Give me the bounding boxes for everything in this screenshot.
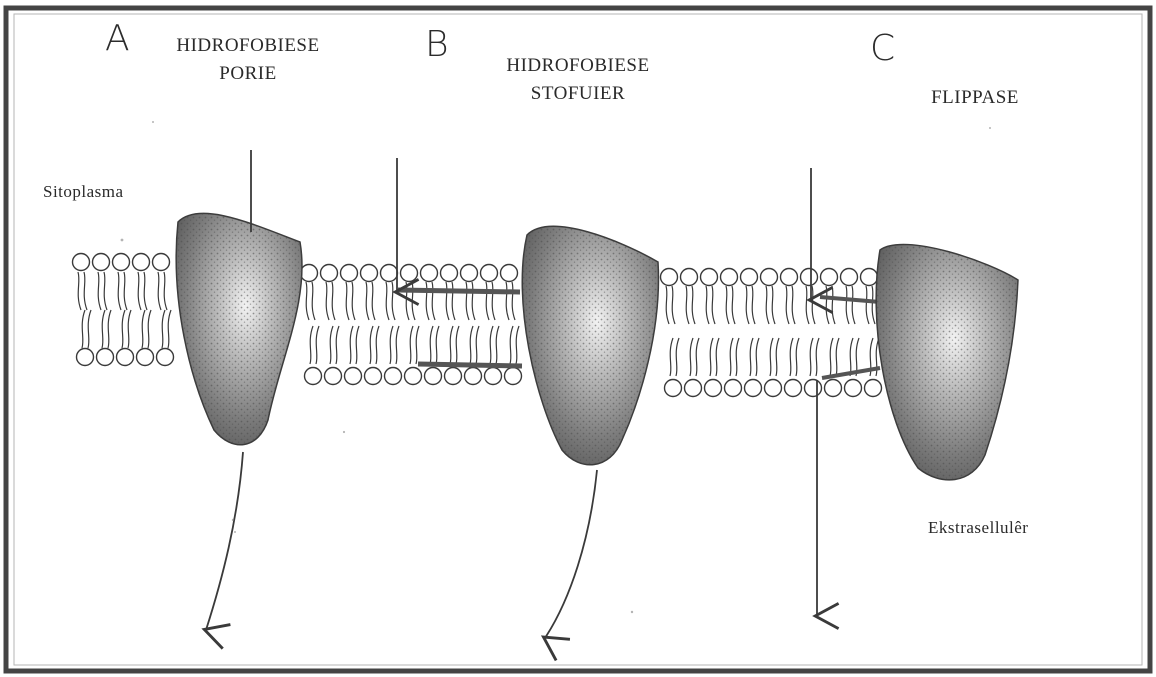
phospholipid-icon xyxy=(93,254,110,271)
phospholipid-icon xyxy=(805,380,822,397)
phospholipid-icon xyxy=(481,265,498,282)
phospholipid-icon xyxy=(137,349,154,366)
phospholipid-icon xyxy=(865,380,882,397)
panel-title-a-line1: HIDROFOBIESE xyxy=(148,32,348,60)
phospholipid-icon xyxy=(665,380,682,397)
phospholipid-icon xyxy=(725,380,742,397)
phospholipid-icon xyxy=(785,380,802,397)
channel-top-bar xyxy=(398,290,520,292)
phospholipid-icon xyxy=(781,269,798,286)
phospholipid-icon xyxy=(461,265,478,282)
channel-bottom-bar xyxy=(418,364,522,366)
phospholipid-icon xyxy=(321,265,338,282)
panel-title-a-line2: PORIE xyxy=(148,60,348,88)
phospholipid-icon xyxy=(325,368,342,385)
phospholipid-icon xyxy=(685,380,702,397)
phospholipid-icon xyxy=(381,265,398,282)
phospholipid-icon xyxy=(801,269,818,286)
panel-title-b: HIDROFOBIESE STOFUIER xyxy=(473,52,683,108)
phospholipid-icon xyxy=(401,265,418,282)
panel-letter-c: C xyxy=(870,28,895,69)
phospholipid-icon xyxy=(465,368,482,385)
phospholipid-icon xyxy=(421,265,438,282)
phospholipid-icon xyxy=(117,349,134,366)
phospholipid-icon xyxy=(153,254,170,271)
panel-title-b-line2: STOFUIER xyxy=(473,80,683,108)
phospholipid-icon xyxy=(305,368,322,385)
phospholipid-icon xyxy=(341,265,358,282)
phospholipid-icon xyxy=(841,269,858,286)
panel-letter-b: B xyxy=(425,24,449,65)
phospholipid-icon xyxy=(505,368,522,385)
phospholipid-icon xyxy=(485,368,502,385)
phospholipid-icon xyxy=(741,269,758,286)
phospholipid-icon xyxy=(721,269,738,286)
phospholipid-icon xyxy=(825,380,842,397)
phospholipid-icon xyxy=(77,349,94,366)
phospholipid-icon xyxy=(845,380,862,397)
phospholipid-icon xyxy=(761,269,778,286)
phospholipid-icon xyxy=(365,368,382,385)
phospholipid-icon xyxy=(345,368,362,385)
phospholipid-icon xyxy=(821,269,838,286)
phospholipid-icon xyxy=(361,265,378,282)
panel-title-a: HIDROFOBIESE PORIE xyxy=(148,32,348,88)
phospholipid-icon xyxy=(73,254,90,271)
phospholipid-icon xyxy=(405,368,422,385)
phospholipid-icon xyxy=(701,269,718,286)
phospholipid-icon xyxy=(97,349,114,366)
cytoplasm-label: Sitoplasma xyxy=(43,182,124,202)
panel-title-b-line1: HIDROFOBIESE xyxy=(473,52,683,80)
phospholipid-icon xyxy=(113,254,130,271)
panel-letter-a: A xyxy=(105,18,130,59)
phospholipid-icon xyxy=(861,269,878,286)
phospholipid-icon xyxy=(425,368,442,385)
phospholipid-icon xyxy=(385,368,402,385)
phospholipid-icon xyxy=(133,254,150,271)
panel-title-c-line1: FLIPPASE xyxy=(905,84,1045,112)
phospholipid-icon xyxy=(661,269,678,286)
phospholipid-icon xyxy=(745,380,762,397)
phospholipid-icon xyxy=(765,380,782,397)
phospholipid-icon xyxy=(445,368,462,385)
extracellular-label: Ekstrasellulêr xyxy=(928,518,1028,538)
phospholipid-icon xyxy=(681,269,698,286)
phospholipid-icon xyxy=(441,265,458,282)
phospholipid-icon xyxy=(705,380,722,397)
panel-title-c: FLIPPASE xyxy=(905,84,1045,112)
phospholipid-icon xyxy=(301,265,318,282)
phospholipid-icon xyxy=(157,349,174,366)
phospholipid-icon xyxy=(501,265,518,282)
